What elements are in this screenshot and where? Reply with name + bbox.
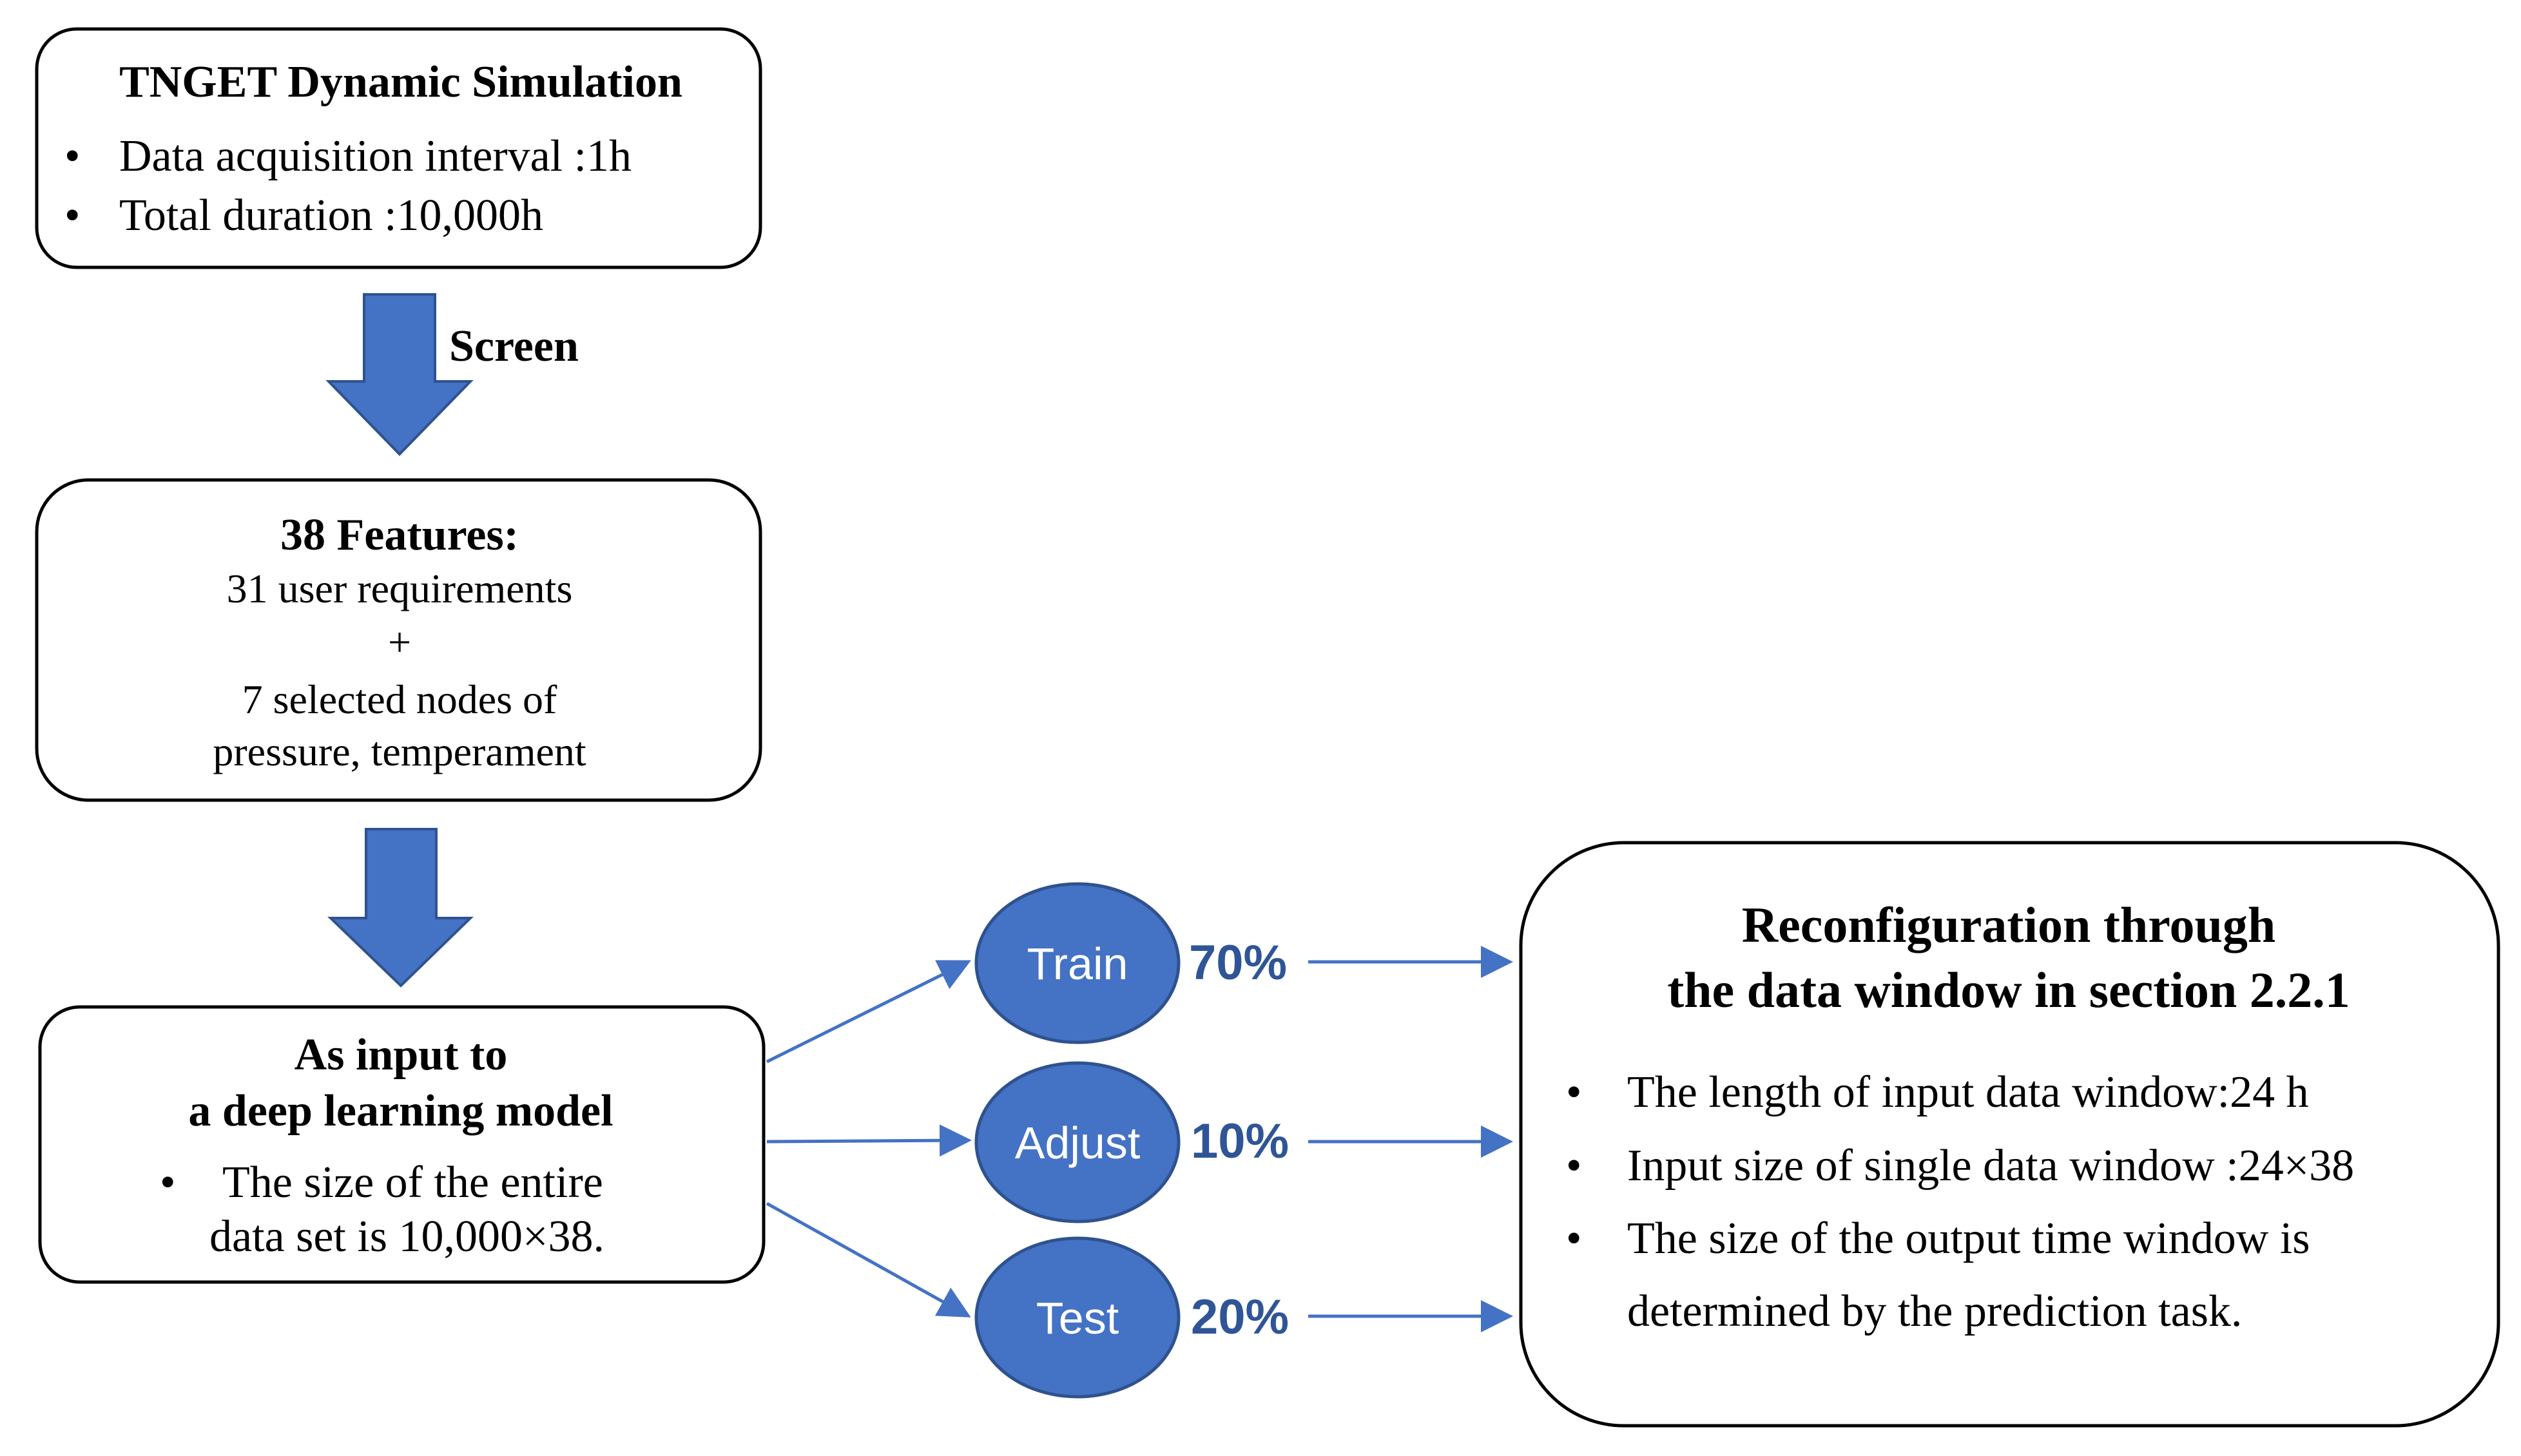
simulation-box-frame — [35, 27, 762, 269]
screen-label: Screen — [449, 321, 579, 371]
simulation-title: TNGET Dynamic Simulation — [119, 57, 682, 107]
features-box: 38 Features: 31 user requirements + 7 se… — [35, 478, 762, 802]
bullet-glyph: • — [160, 1158, 176, 1207]
test-percent: 20% — [1191, 1290, 1289, 1345]
bullet-glyph: • — [64, 191, 81, 240]
adjust-percent: 10% — [1191, 1114, 1289, 1169]
test-ellipse — [974, 1236, 1181, 1399]
reconfiguration-box: Reconfiguration through the data window … — [1519, 841, 2500, 1428]
user-requirements-text: 31 user requirements — [227, 566, 573, 611]
model-input-title-line1: As input to — [295, 1030, 508, 1080]
down-arrow-screen — [325, 293, 474, 456]
acquisition-interval-text: Data acquisition interval :1h — [119, 131, 632, 181]
bullet-glyph: • — [1566, 1141, 1582, 1191]
reconfiguration-title-line1: Reconfiguration through — [1742, 897, 2275, 953]
pressure-temperament-text: pressure, temperament — [213, 729, 586, 774]
output-window-line1: The size of the output time window is — [1627, 1214, 2310, 1263]
adjust-label: Adjust — [1015, 1118, 1141, 1168]
reconfiguration-title-line2: the data window in section 2.2.1 — [1667, 962, 2350, 1018]
train-percent: 70% — [1189, 935, 1287, 990]
bullet-glyph: • — [64, 131, 81, 181]
simulation-box: TNGET Dynamic Simulation • Data acquisit… — [35, 27, 762, 269]
model-input-title-line2: a deep learning model — [188, 1086, 613, 1136]
selected-nodes-text: 7 selected nodes of — [242, 676, 557, 722]
dataset-size-line1: The size of the entire — [222, 1158, 603, 1207]
output-window-line2: determined by the prediction task. — [1627, 1287, 2242, 1336]
features-box-frame — [35, 478, 762, 802]
reconfiguration-box-frame — [1519, 841, 2500, 1428]
adjust-ellipse — [974, 1061, 1181, 1223]
model-input-box: As input to a deep learning model • The … — [38, 1005, 766, 1284]
model-input-box-frame — [38, 1005, 766, 1284]
connector-to-train — [766, 960, 971, 1064]
total-duration-text: Total duration :10,000h — [119, 191, 543, 240]
down-arrow-input — [327, 828, 474, 988]
train-label: Train — [1027, 939, 1128, 989]
input-window-size-text: Input size of single data window :24×38 — [1627, 1141, 2354, 1191]
input-window-length-text: The length of input data window:24 h — [1627, 1068, 2309, 1117]
dataset-size-line2: data set is 10,000×38. — [209, 1212, 604, 1261]
plus-sign: + — [388, 619, 411, 665]
bullet-glyph: • — [1566, 1068, 1582, 1117]
test-label: Test — [1036, 1293, 1119, 1343]
bullet-glyph: • — [1566, 1214, 1582, 1263]
connector-to-test — [766, 1202, 971, 1317]
connector-to-adjust — [766, 1124, 972, 1157]
train-ellipse — [974, 882, 1181, 1044]
features-title: 38 Features: — [280, 510, 519, 560]
